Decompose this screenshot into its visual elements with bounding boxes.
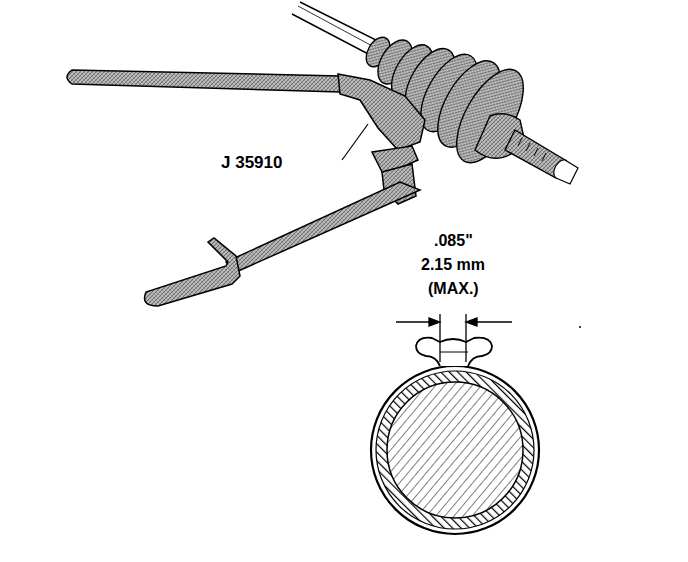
tool-lower-handle [145, 182, 421, 306]
axle-shaft [292, 2, 380, 56]
tool-number: J 35910 [219, 153, 284, 173]
leader-line [342, 124, 368, 160]
tool-upper-handle [67, 70, 425, 150]
dimension-lines [396, 314, 512, 362]
dimension-inch: .085" [432, 232, 475, 250]
dimension-note: (MAX.) [426, 280, 481, 298]
clamp-cross-section [371, 338, 539, 534]
dimension-mm: 2.15 mm [419, 256, 487, 274]
splined-stub [505, 130, 578, 184]
